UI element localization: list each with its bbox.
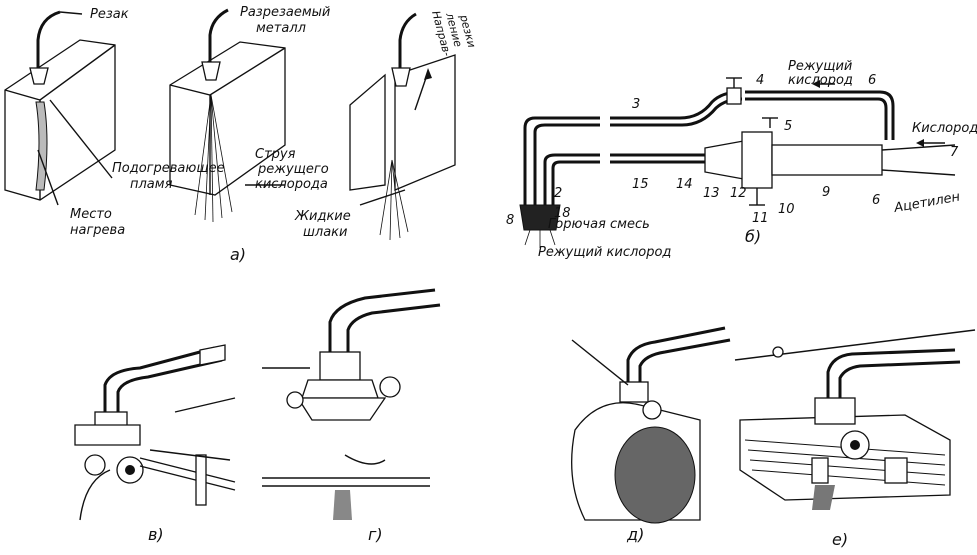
num-5: 5 [784,119,792,134]
block-2 [169,8,286,223]
num-4: 4 [756,73,764,88]
label-slag-2: шлаки [303,225,347,240]
num-18: 18 [554,206,571,221]
caption-a: а) [230,245,246,264]
label-cutting-oxygen-1: Режущий [788,59,852,74]
num-15: 15 [632,177,649,192]
num-8: 8 [506,213,514,228]
label-heating-2: нагрева [70,223,125,238]
panel-d-sketch [571,326,731,524]
num-6b: 6 [872,193,880,208]
label-metal-2: металл [256,21,306,36]
caption-d: д) [626,525,644,544]
num-3: 3 [632,97,640,112]
label-acetylene: Ацетилен [892,190,962,217]
num-14: 14 [676,177,693,192]
caption-b: б) [745,227,761,246]
label-metal-1: Разрезаемый [240,5,330,20]
label-jet-1: Струя [255,147,296,162]
label-combustible-mix: Горючая смесь [548,217,650,232]
caption-g: г) [368,525,383,544]
num-12: 12 [730,186,747,201]
label-slag-1: Жидкие [294,209,351,224]
label-cutting-oxygen-out: Режущий кислород [538,245,671,260]
num-13: 13 [703,186,720,201]
num-2: 2 [554,186,562,201]
panel-e-sketch [734,329,976,510]
label-preheat-1: Подогревающее [112,161,225,176]
label-heating-1: Место [70,207,112,222]
num-10: 10 [778,202,795,217]
caption-v: в) [148,525,164,544]
num-9: 9 [822,185,830,200]
panel-a [4,8,456,241]
panel-v-sketch [74,344,236,521]
num-11: 11 [752,211,769,226]
label-preheat-2: пламя [130,177,173,192]
label-cutting-oxygen-2: кислород [788,73,853,88]
num-7: 7 [950,145,959,160]
block-1 [4,10,116,206]
label-jet-2: режущего [257,162,329,177]
panel-g-sketch [262,288,441,520]
label-oxygen: Кислород [912,121,977,136]
num-6a: 6 [868,73,876,88]
caption-e: е) [832,530,848,549]
panel-b [519,77,956,248]
label-jet-3: кислорода [255,177,328,192]
block-3 [349,12,456,241]
label-torch: Резак [90,7,129,22]
